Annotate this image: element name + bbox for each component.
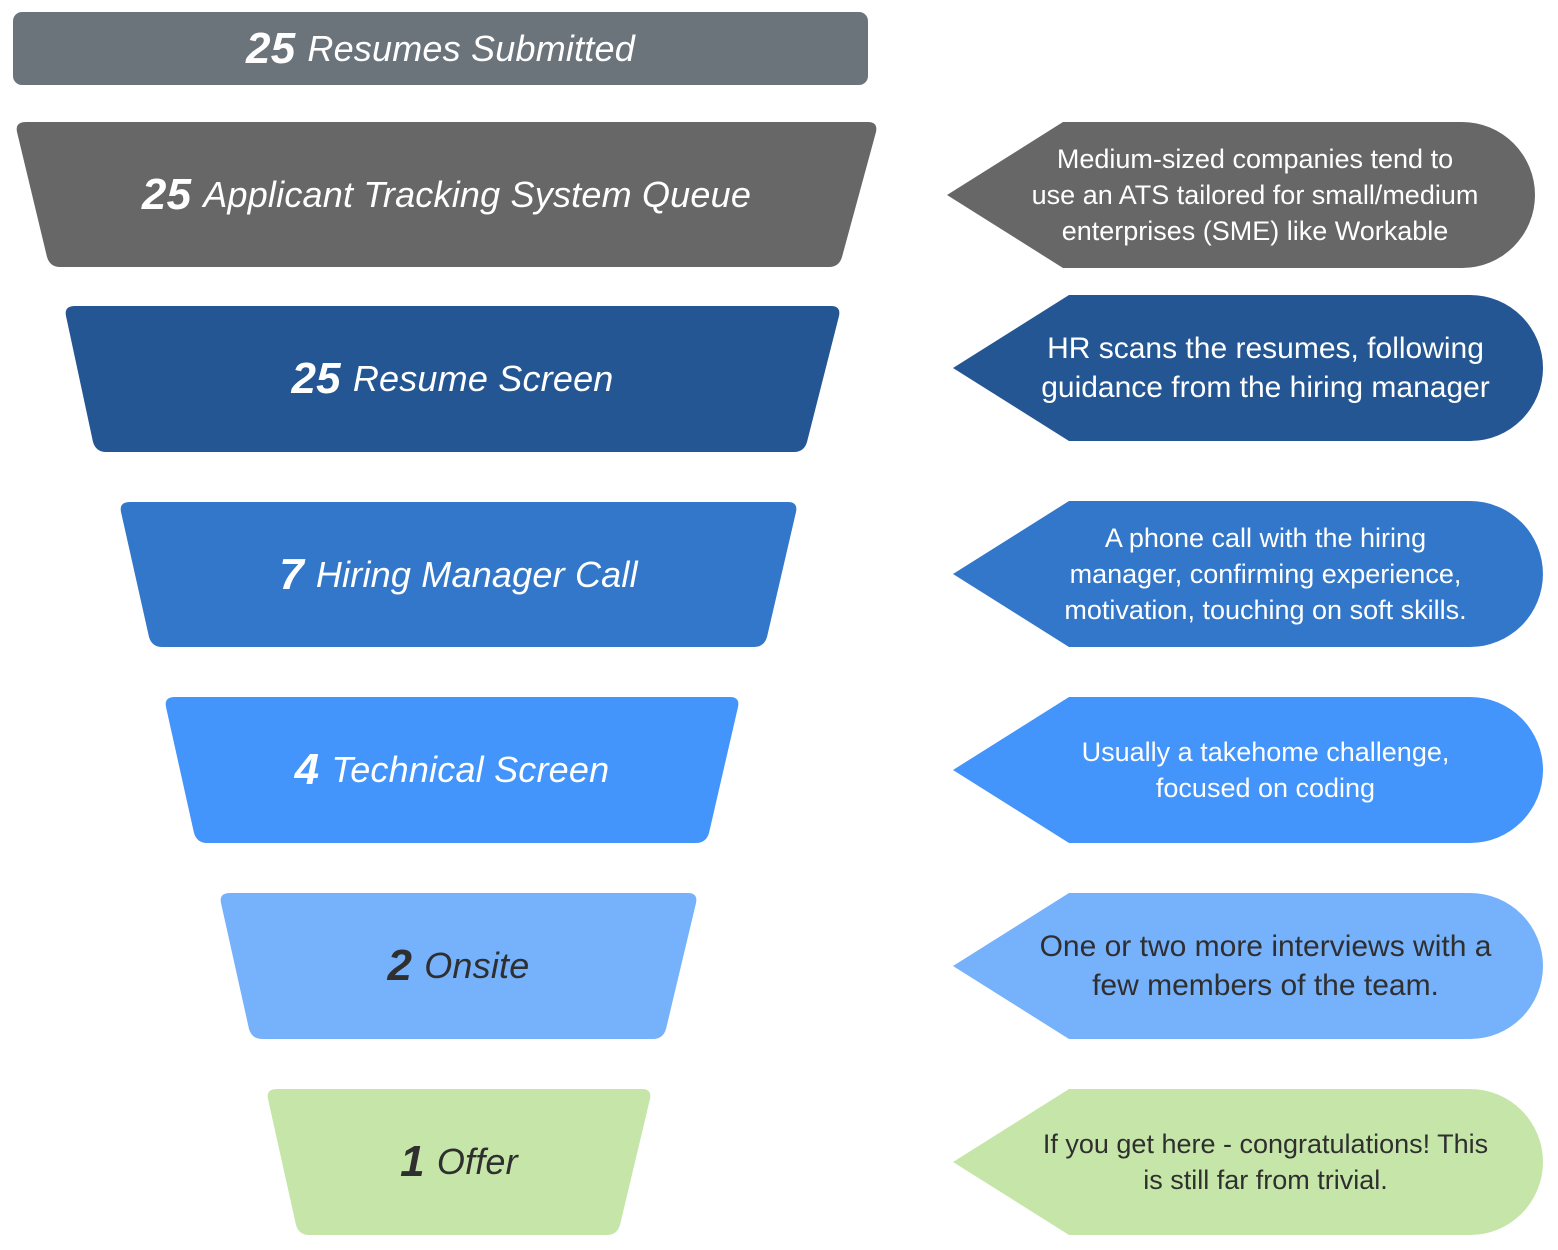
- stage-label-ats-queue: 25 Applicant Tracking System Queue: [15, 122, 878, 267]
- stage-count: 25: [246, 23, 296, 73]
- stage-trapezoid-resume-screen: [65, 306, 840, 452]
- callout-text-technical-screen: Usually a takehome challenge, focused on…: [993, 697, 1538, 843]
- stage-label-offer: 1 Offer: [266, 1089, 652, 1235]
- stage-name: Technical Screen: [331, 749, 610, 790]
- stage-label-technical-screen: 4 Technical Screen: [164, 697, 740, 843]
- callout-text-ats-queue: Medium-sized companies tend to use an AT…: [985, 122, 1525, 268]
- callout-line: A phone call with the hiring: [1104, 523, 1427, 553]
- stage-trapezoid-onsite: [220, 893, 697, 1039]
- stage-label-hiring-manager-call: 7 Hiring Manager Call: [119, 502, 798, 647]
- stage-trapezoid-hiring-manager-call: [120, 502, 797, 647]
- callout-shape-hiring-manager-call: [953, 501, 1543, 647]
- callout-shape-ats-queue: [947, 122, 1535, 268]
- stage-count: 1: [400, 1137, 425, 1186]
- stage-trapezoid-offer: [267, 1089, 651, 1235]
- stage-name: Applicant Tracking System Queue: [203, 173, 752, 215]
- stage-bar-resumes-submitted: [13, 12, 868, 85]
- stage-label-onsite: 2 Onsite: [219, 893, 698, 1039]
- stage-count: 4: [294, 745, 320, 794]
- callout-line: HR scans the resumes, following: [1047, 332, 1484, 365]
- callout-line: motivation, touching on soft skills.: [1064, 595, 1467, 625]
- stage-name: Onsite: [424, 945, 530, 986]
- callout-shape-resume-screen: [953, 295, 1543, 441]
- callout-line: Medium-sized companies tend to: [1056, 144, 1454, 174]
- stage-count: 25: [291, 354, 341, 403]
- callout-line: Usually a takehome challenge,: [1081, 737, 1450, 767]
- stage-name: Offer: [436, 1141, 518, 1182]
- stage-label-resumes-submitted: 25 Resumes Submitted: [13, 12, 868, 85]
- callout-line: enterprises (SME) like Workable: [1061, 216, 1449, 246]
- callout-line: is still far from trivial.: [1143, 1165, 1388, 1195]
- callout-line: guidance from the hiring manager: [1041, 371, 1490, 404]
- callout-line: One or two more interviews with a: [1039, 930, 1492, 963]
- callout-line: manager, confirming experience,: [1069, 559, 1462, 589]
- callout-text-onsite: One or two more interviews with a few me…: [993, 893, 1538, 1039]
- stage-trapezoid-ats-queue: [16, 122, 877, 267]
- callout-line: If you get here - congratulations! This: [1042, 1129, 1489, 1159]
- stage-label-resume-screen: 25 Resume Screen: [64, 306, 841, 452]
- callout-shape-technical-screen: [953, 697, 1543, 843]
- callout-text-hiring-manager-call: A phone call with the hiring manager, co…: [993, 501, 1538, 647]
- callout-shape-onsite: [953, 893, 1543, 1039]
- callout-text-resume-screen: HR scans the resumes, following guidance…: [993, 295, 1538, 441]
- stage-count: 2: [387, 941, 413, 990]
- stage-count: 7: [279, 549, 304, 599]
- callout-shape-offer: [953, 1089, 1543, 1235]
- stage-count: 25: [141, 169, 192, 219]
- stage-trapezoid-technical-screen: [165, 697, 739, 843]
- callout-line: few members of the team.: [1092, 969, 1439, 1002]
- callout-text-offer: If you get here - congratulations! This …: [993, 1089, 1538, 1235]
- callout-line: use an ATS tailored for small/medium: [1031, 180, 1479, 210]
- callout-line: focused on coding: [1155, 773, 1376, 803]
- stage-name: Resume Screen: [352, 358, 614, 399]
- stage-name: Resumes Submitted: [307, 27, 635, 69]
- stage-name: Hiring Manager Call: [315, 553, 638, 595]
